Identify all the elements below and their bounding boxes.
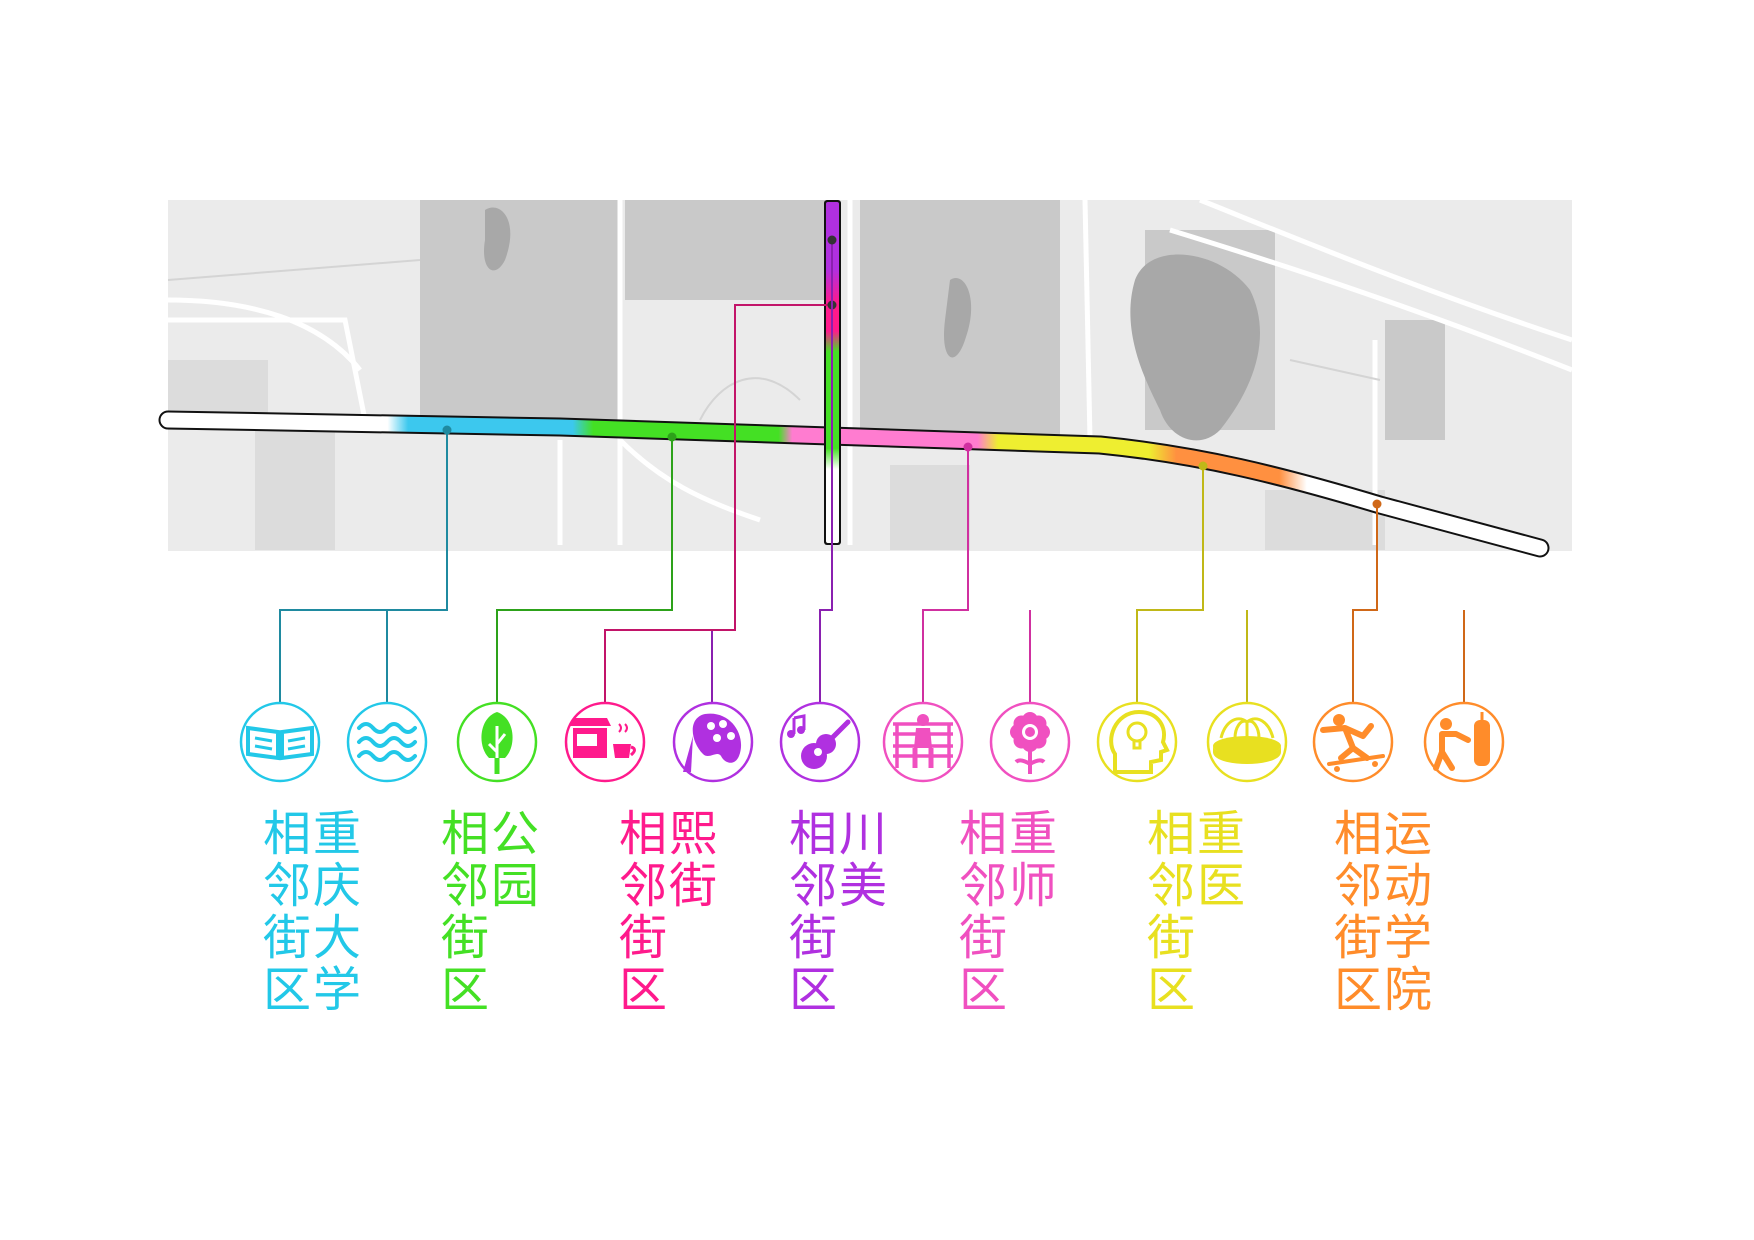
label-column: 重医 bbox=[1196, 808, 1246, 1016]
label-char: 动 bbox=[1383, 858, 1432, 914]
label-char: 相 bbox=[618, 806, 667, 862]
anchor-dot-park bbox=[667, 432, 677, 442]
label-char: 川 bbox=[838, 806, 887, 862]
label-char: 园 bbox=[490, 858, 539, 914]
label-char: 街 bbox=[1146, 910, 1195, 966]
label-column: 川美 bbox=[838, 808, 888, 1016]
label-char: 区 bbox=[1146, 962, 1195, 1018]
label-char: 相 bbox=[262, 806, 311, 862]
label-column: 重庆大学 bbox=[312, 808, 362, 1016]
label-char: 运 bbox=[1383, 806, 1432, 862]
label-char: 街 bbox=[668, 858, 717, 914]
water-waves-icon bbox=[346, 701, 428, 783]
label-char: 重 bbox=[1196, 806, 1245, 862]
label-column: 相邻街区 bbox=[958, 808, 1008, 1016]
label-char: 区 bbox=[618, 962, 667, 1018]
leader-line-sports-institute bbox=[1352, 504, 1465, 703]
label-char: 邻 bbox=[1333, 858, 1382, 914]
label-char: 相 bbox=[958, 806, 1007, 862]
label-char: 相 bbox=[788, 806, 837, 862]
label-char: 街 bbox=[440, 910, 489, 966]
main-road bbox=[158, 410, 1550, 558]
zone-label-sports-institute: 相邻街区运动学院 bbox=[1333, 808, 1433, 1016]
label-char: 邻 bbox=[788, 858, 837, 914]
label-char: 邻 bbox=[1146, 858, 1195, 914]
label-char: 街 bbox=[262, 910, 311, 966]
boxing-bag-icon bbox=[1423, 701, 1505, 783]
zone-label-park: 相邻街区公园 bbox=[440, 808, 540, 1016]
label-char: 庆 bbox=[312, 858, 361, 914]
label-char: 医 bbox=[1196, 858, 1245, 914]
label-char: 学 bbox=[312, 962, 361, 1018]
label-char: 区 bbox=[1333, 962, 1382, 1018]
guitar-music-icon bbox=[779, 701, 861, 783]
zone-label-chongqing-normal: 相邻街区重师 bbox=[958, 808, 1058, 1016]
label-column: 熙街 bbox=[668, 808, 718, 1016]
cafe-shop-icon bbox=[564, 701, 646, 783]
label-char: 熙 bbox=[668, 806, 717, 862]
label-column: 相邻街区 bbox=[1333, 808, 1383, 1016]
fountain-icon bbox=[1206, 701, 1288, 783]
label-char: 区 bbox=[262, 962, 311, 1018]
label-column: 相邻街区 bbox=[618, 808, 668, 1016]
label-char: 邻 bbox=[440, 858, 489, 914]
label-char: 邻 bbox=[958, 858, 1007, 914]
skateboarder-icon bbox=[1312, 701, 1394, 783]
label-column: 重师 bbox=[1008, 808, 1058, 1016]
open-book-icon bbox=[239, 701, 321, 783]
label-char: 区 bbox=[958, 962, 1007, 1018]
anchor-dot-chongqing-normal bbox=[963, 442, 973, 452]
label-char: 相 bbox=[1333, 806, 1382, 862]
label-char: 相 bbox=[440, 806, 489, 862]
label-column: 相邻街区 bbox=[1146, 808, 1196, 1016]
leader-lines bbox=[279, 235, 1465, 703]
label-char: 邻 bbox=[262, 858, 311, 914]
art-palette-icon bbox=[672, 701, 754, 783]
leader-line-branch bbox=[711, 629, 735, 703]
anchor-dot-chongqing-university bbox=[442, 425, 452, 435]
person-on-bench-icon bbox=[882, 701, 964, 783]
zone-label-chongqing-university: 相邻街区重庆大学 bbox=[262, 808, 362, 1016]
label-char: 院 bbox=[1383, 962, 1432, 1018]
label-column: 相邻街区 bbox=[262, 808, 312, 1016]
tree-icon bbox=[456, 701, 538, 783]
zone-label-chongqing-medical: 相邻街区重医 bbox=[1146, 808, 1246, 1016]
label-char: 重 bbox=[1008, 806, 1057, 862]
zone-icons bbox=[239, 701, 1505, 783]
label-column: 相邻街区 bbox=[788, 808, 838, 1016]
label-char: 大 bbox=[312, 910, 361, 966]
label-char: 区 bbox=[788, 962, 837, 1018]
anchor-dot-sichuan-fine-arts bbox=[827, 235, 837, 245]
label-char: 学 bbox=[1383, 910, 1432, 966]
zone-label-sichuan-fine-arts: 相邻街区川美 bbox=[788, 808, 888, 1016]
label-char: 重 bbox=[312, 806, 361, 862]
label-char: 街 bbox=[1333, 910, 1382, 966]
label-column: 运动学院 bbox=[1383, 808, 1433, 1016]
leader-line-chongqing-university bbox=[279, 430, 448, 703]
label-char: 邻 bbox=[618, 858, 667, 914]
leader-line-sichuan-fine-arts bbox=[819, 240, 833, 703]
label-char: 师 bbox=[1008, 858, 1057, 914]
head-thinking-icon bbox=[1096, 701, 1178, 783]
label-char: 街 bbox=[958, 910, 1007, 966]
label-char: 区 bbox=[440, 962, 489, 1018]
label-column: 相邻街区 bbox=[440, 808, 490, 1016]
label-char: 美 bbox=[838, 858, 887, 914]
leader-line-xixi-street bbox=[604, 304, 832, 703]
base-map bbox=[167, 197, 1573, 551]
label-char: 街 bbox=[618, 910, 667, 966]
label-char: 相 bbox=[1146, 806, 1195, 862]
anchor-dot-chongqing-medical bbox=[1198, 461, 1208, 471]
leader-line-chongqing-normal bbox=[922, 447, 1031, 703]
flower-icon bbox=[989, 701, 1071, 783]
zone-label-xixi-street: 相邻街区熙街 bbox=[618, 808, 718, 1016]
leader-line-chongqing-medical bbox=[1136, 466, 1248, 703]
label-column: 公园 bbox=[490, 808, 540, 1016]
anchor-dot-sports-institute bbox=[1372, 499, 1382, 509]
leader-line-park bbox=[496, 437, 673, 703]
label-char: 公 bbox=[490, 806, 539, 862]
label-char: 街 bbox=[788, 910, 837, 966]
